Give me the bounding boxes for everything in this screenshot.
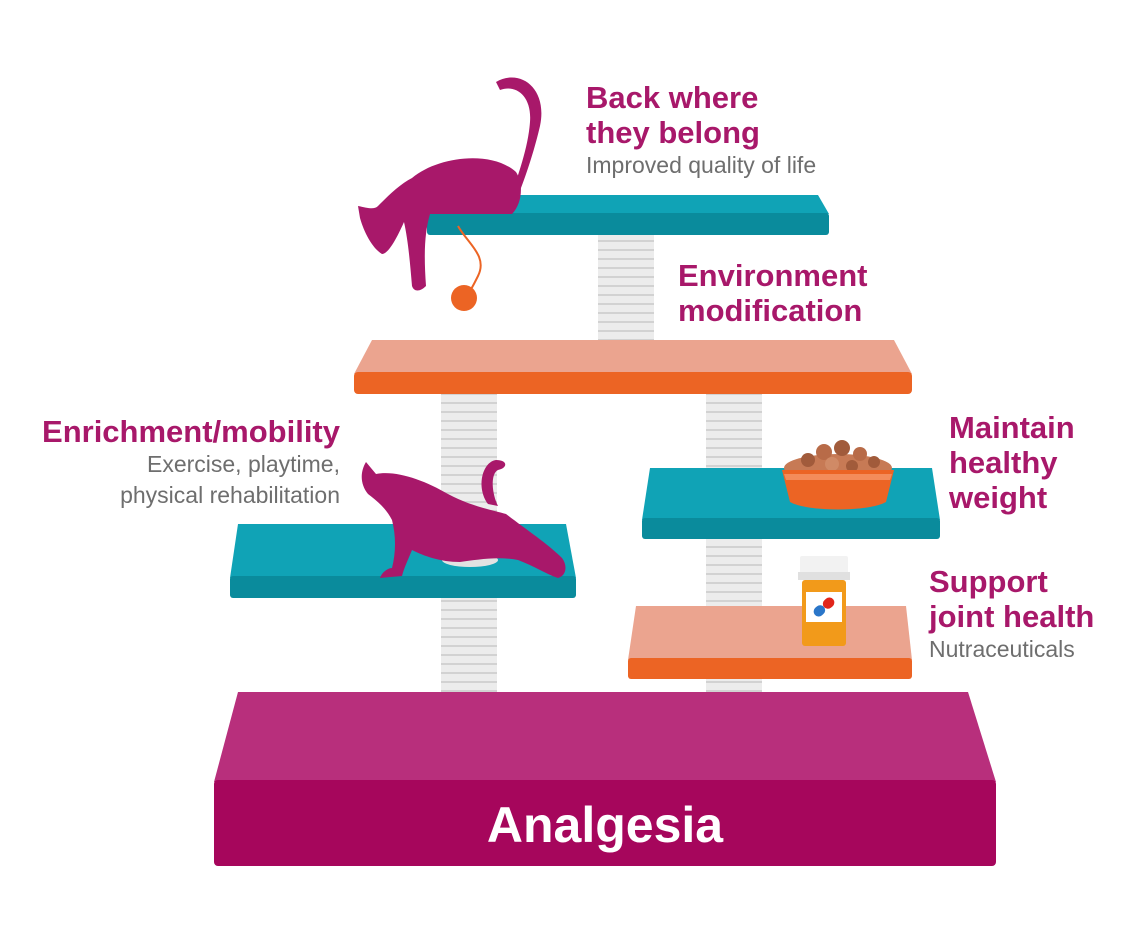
environment-title: Environment modification — [678, 258, 868, 328]
enrichment-label: Enrichment/mobility Exercise, playtime, … — [42, 414, 340, 511]
joint-health-label: Support joint health Nutraceuticals — [929, 564, 1094, 665]
back-where-label: Back where they belong Improved quality … — [586, 80, 816, 181]
joint-title-line2: joint health — [929, 599, 1095, 634]
enrichment-subtitle-line1: Exercise, playtime, — [146, 451, 340, 477]
middle-shelf — [354, 340, 912, 394]
back-where-title: Back where they belong — [586, 80, 760, 150]
right-lower-shelf — [628, 606, 912, 679]
weight-title-line3: weight — [949, 480, 1048, 515]
weight-title-line1: Maintain — [949, 410, 1075, 445]
top-shelf — [427, 195, 829, 235]
back-where-subtitle: Improved quality of life — [586, 152, 817, 178]
food-bowl-icon — [782, 440, 894, 510]
analgesia-base-label: Analgesia — [486, 797, 724, 853]
joint-subtitle: Nutraceuticals — [929, 636, 1075, 662]
cat-stretching-icon — [361, 460, 566, 578]
pill-bottle-icon — [798, 556, 850, 646]
weight-label: Maintain healthy weight — [949, 410, 1075, 515]
weight-title-line2: healthy — [949, 445, 1058, 480]
environment-label: Environment modification — [678, 258, 888, 328]
joint-title-line1: Support — [929, 564, 1048, 599]
analgesia-base — [214, 692, 996, 866]
enrichment-subtitle-line2: physical rehabilitation — [120, 482, 340, 508]
yarn-ball-icon — [451, 225, 482, 311]
cat-hanging-icon — [358, 77, 542, 291]
enrichment-title: Enrichment/mobility — [42, 414, 340, 449]
